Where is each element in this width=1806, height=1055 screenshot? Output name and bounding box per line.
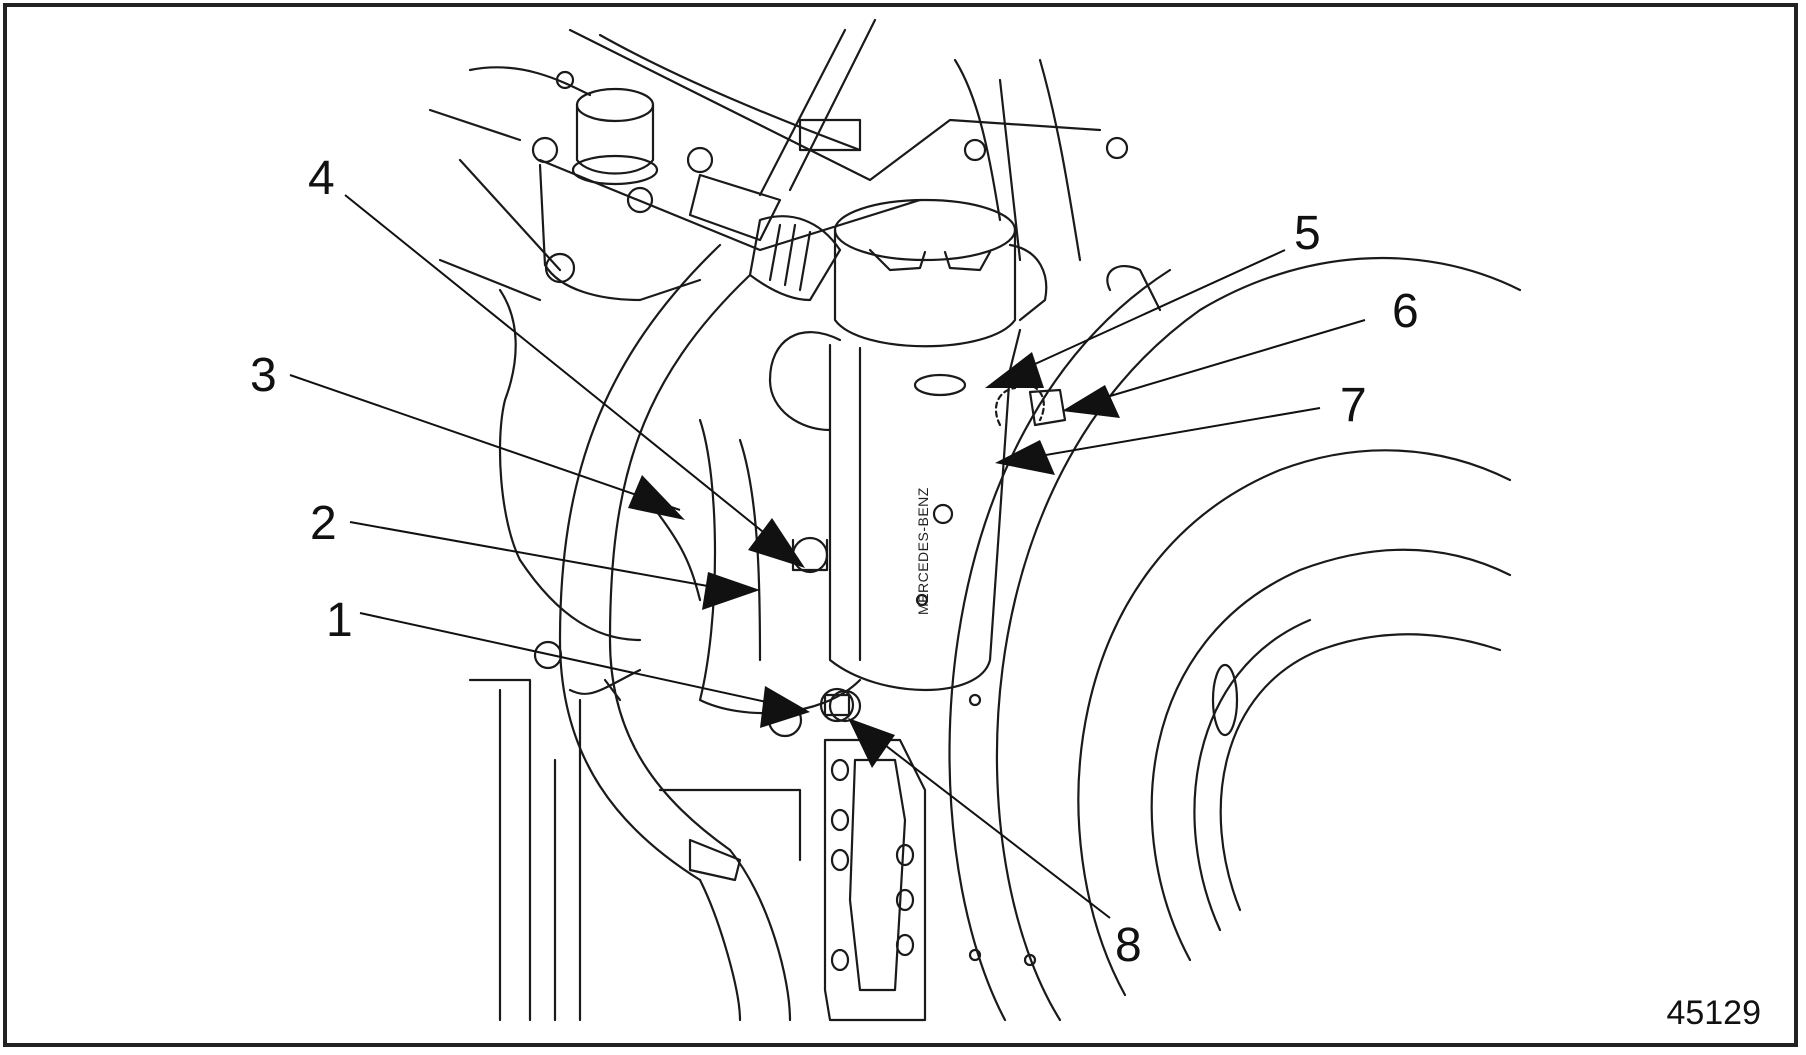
- arrowhead-1: [760, 686, 810, 728]
- engine-casing-left: [438, 158, 802, 1022]
- mounting-bracket: [698, 418, 927, 1022]
- arrowhead-3: [628, 475, 685, 520]
- callout-4: 4: [308, 152, 335, 205]
- callout-8: 8: [1115, 919, 1142, 972]
- callout-6: 6: [1392, 285, 1419, 338]
- oil-separator-body: [768, 198, 1067, 691]
- callout-7: 7: [1340, 379, 1367, 432]
- arrowhead-5: [985, 352, 1044, 388]
- arrowhead-4: [748, 518, 805, 568]
- arrowhead-6: [1062, 385, 1120, 418]
- drain-plug: [819, 687, 855, 723]
- upper-engine-block: [428, 18, 1162, 312]
- figure-frame: [3, 3, 1798, 1047]
- brand-marking: MERCEDES-BENZ: [915, 487, 931, 615]
- arrowhead-7: [995, 440, 1055, 475]
- arrowhead-2: [702, 572, 760, 610]
- callout-1: 1: [326, 594, 353, 647]
- callout-5: 5: [1294, 207, 1321, 260]
- arrowhead-8: [848, 718, 895, 768]
- figure-number: 45129: [1666, 994, 1761, 1032]
- hose-fitting: [688, 173, 842, 302]
- breather-hose: [558, 243, 792, 1022]
- leader-lines: [289, 194, 1366, 919]
- callout-3: 3: [250, 349, 277, 402]
- flywheel-housing: [948, 256, 1522, 1022]
- callout-2: 2: [310, 497, 337, 550]
- arrowheads: [628, 352, 1120, 768]
